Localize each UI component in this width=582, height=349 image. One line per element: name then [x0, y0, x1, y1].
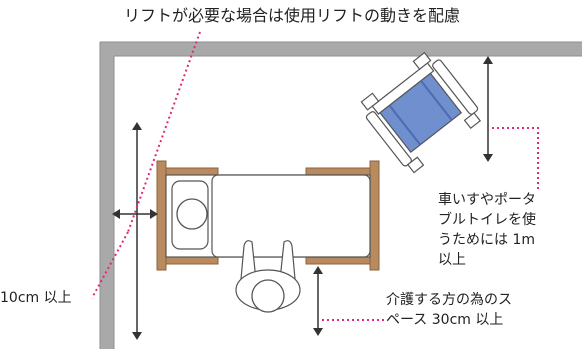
wheelchair-space-line: 車いすやポータ: [438, 192, 536, 208]
caregiver-space-label: 介護する方の為のス ペース 30cm 以上: [386, 290, 576, 330]
wheelchair-space-line: ブルトイレを使: [438, 212, 536, 228]
bed-icon: [156, 160, 380, 271]
double-arrow-icon: [112, 56, 493, 340]
side-clearance-label: 10cm 以上: [0, 290, 72, 306]
caregiver-space-line: 介護する方の為のス: [386, 292, 512, 308]
wheelchair-space-line: うためには 1m: [438, 232, 535, 248]
lift-consideration-label: リフトが必要な場合は使用リフトの動きを配慮: [124, 6, 461, 25]
wheelchair-space-label: 車いすやポータ ブルトイレを使 うためには 1m 以上: [438, 190, 578, 270]
leader-lines: [91, 31, 539, 321]
wheelchair-icon: [360, 51, 482, 174]
caregiver-icon: [235, 240, 301, 313]
wheelchair-space-line: 以上: [438, 252, 466, 268]
caregiver-space-line: ペース 30cm 以上: [386, 312, 504, 328]
